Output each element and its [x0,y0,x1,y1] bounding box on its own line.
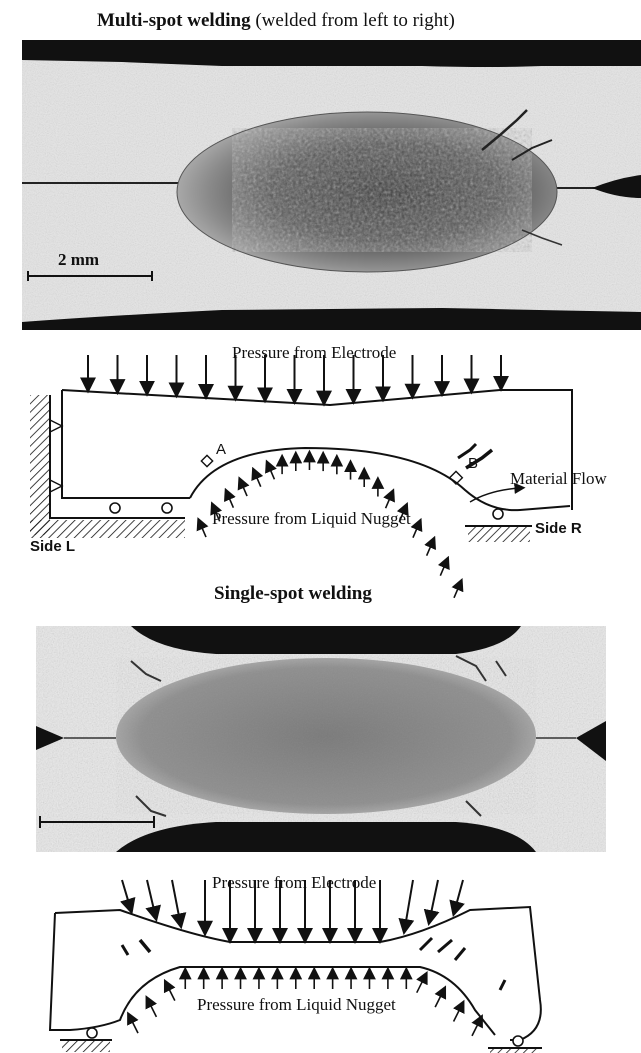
nugget-pressure-arrow [472,1020,480,1036]
electrode-pressure-arrow [147,880,155,914]
single-spot-micrograph [36,626,606,852]
nugget-pressure-arrow [413,524,419,538]
nugget-pressure-arrow [427,542,433,556]
nugget-pressure-arrow [167,985,175,1001]
multi-spot-title: Multi-spot welding (welded from left to … [97,10,455,32]
nugget-pressure-arrow [227,494,233,508]
multi-spot-micrograph [22,40,641,330]
electrode-pressure-arrow [455,880,463,909]
single-spot-title: Single-spot welding [214,583,372,605]
electrode-pressure-arrow [430,880,438,918]
point-b-label: B [468,455,478,472]
nugget-pressure-arrow [255,473,261,487]
nugget-pressure-arrow [130,1017,138,1033]
electrode-pressure-arrow [122,880,130,907]
material-flow-label: Material Flow [510,469,607,489]
nugget-pressure-arrow [148,1001,156,1017]
nugget-pressure-arrow [268,465,274,479]
electrode-pressure-arrow [172,880,180,921]
multi-spot-title-bold: Multi-spot welding [97,10,251,31]
point-a-label: A [216,441,226,458]
scale-bar-label: 2 mm [58,250,99,270]
scale-bar [26,269,156,283]
nugget-pressure-arrow [440,562,446,576]
nugget-pressure-arrow [241,482,247,496]
single-spot-diagram [0,880,641,1050]
nugget-pressure-arrow [454,1006,462,1022]
electrode-pressure-arrow [405,880,413,927]
nugget-pressure-arrow [435,991,443,1007]
nugget-pressure-arrow [200,523,206,537]
single-nugget-pressure-label: Pressure from Liquid Nugget [197,995,396,1015]
nugget-pressure-arrow [454,584,460,598]
nugget-pressure-arrow [386,494,392,508]
multi-nugget-pressure-label: Pressure from Liquid Nugget [212,509,411,529]
side-l-label: Side L [30,538,75,555]
nugget-pressure-arrow [417,977,425,993]
multi-spot-title-rest: (welded from left to right) [255,10,454,31]
side-r-label: Side R [535,520,582,537]
